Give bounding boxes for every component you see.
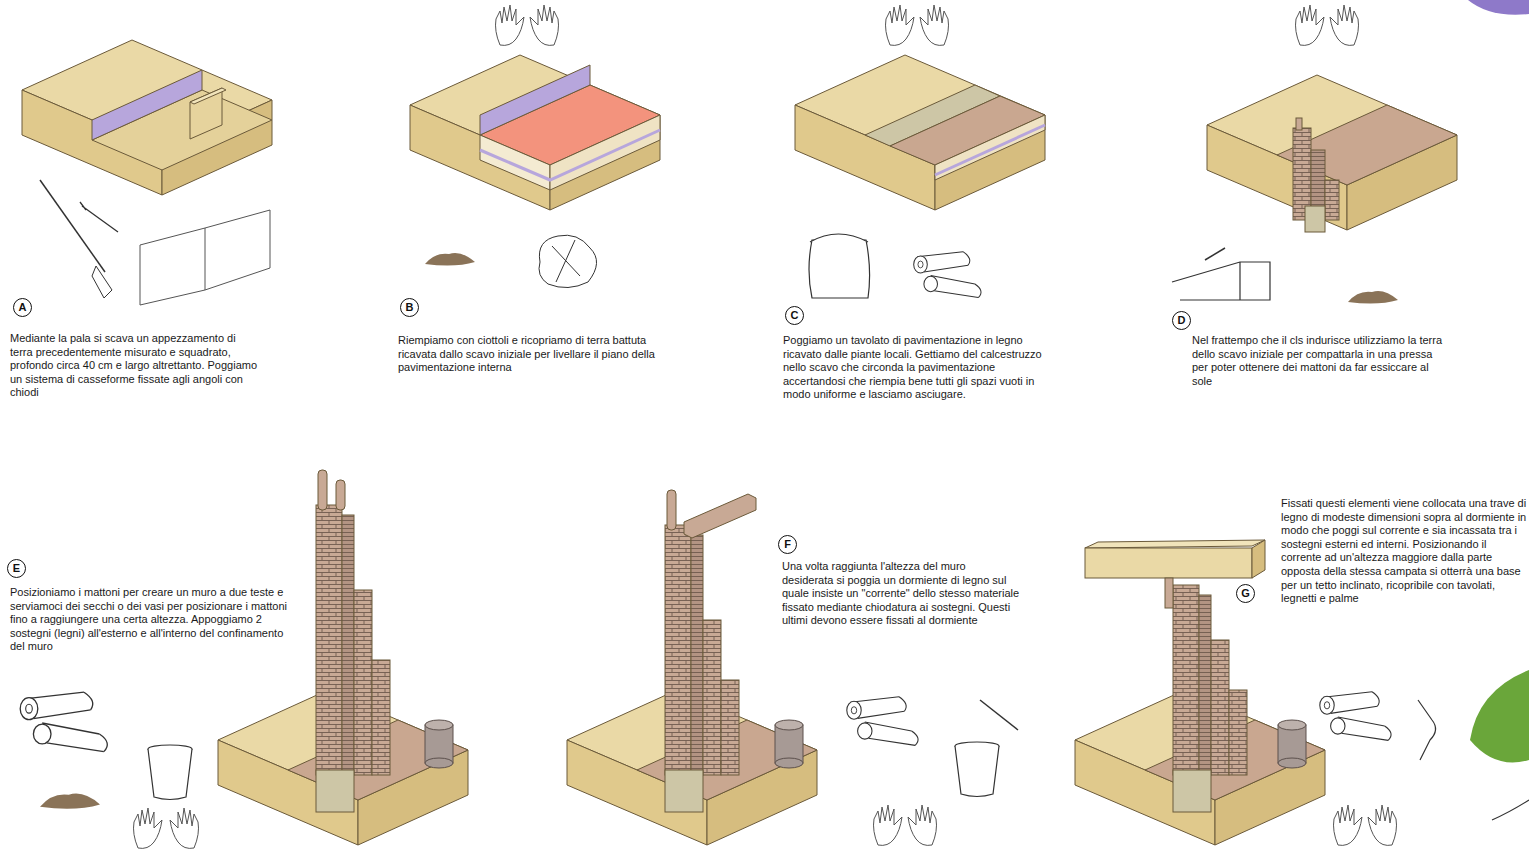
step-description: Nel frattempo che il cls indurisce utili… xyxy=(1192,334,1450,388)
step-description: Riempiamo con ciottoli e ricopriamo di t… xyxy=(398,334,666,375)
step-circle: A xyxy=(13,298,32,317)
step-letter: E xyxy=(13,563,20,574)
step-circle: D xyxy=(1172,311,1191,330)
step-circle: G xyxy=(1236,584,1255,603)
step-description: Mediante la pala si scava un appezzament… xyxy=(10,332,260,400)
step-letter: A xyxy=(19,302,27,313)
step-letter: G xyxy=(1241,588,1250,599)
step-circle: B xyxy=(400,298,419,317)
step-letter: D xyxy=(1178,315,1186,326)
step-circle: F xyxy=(778,535,797,554)
step-description: Posizioniamo i mattoni per creare un mur… xyxy=(10,586,290,654)
step-description: Una volta raggiunta l'altezza del muro d… xyxy=(782,560,1020,628)
step-letter: C xyxy=(791,310,799,321)
step-circle: C xyxy=(785,306,804,325)
step-circle: E xyxy=(7,559,26,578)
step-letter: B xyxy=(406,302,414,313)
step-description: Poggiamo un tavolato di pavimentazione i… xyxy=(783,334,1045,402)
step-letter: F xyxy=(784,539,791,550)
step-description: Fissati questi elementi viene collocata … xyxy=(1281,497,1529,606)
